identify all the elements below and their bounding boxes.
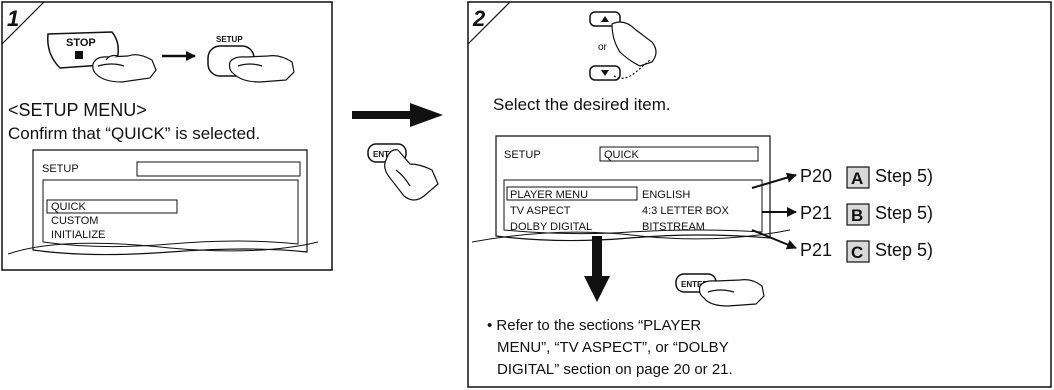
ref-a: P20 A Step 5) [800,166,933,189]
step1-instruction: Confirm that “QUICK” is selected. [8,124,260,143]
setup-button-label: SETUP [216,35,243,44]
transition-enter-label: ENTER [373,150,400,159]
step1-item-initialize[interactable]: INITIALIZE [51,229,105,241]
stop-button-label: STOP [66,37,96,49]
down-arrow-icon [601,70,609,76]
step2-screen-cut-line [471,229,791,243]
step2-corner-divider [467,1,511,45]
step2-row-dolby-digital-value: BITSTREAM [642,221,705,233]
note-line-3: DIGITAL” section on page 20 or 21. [497,361,733,378]
down-button[interactable] [589,65,621,81]
step1-highlight-quick [46,199,178,214]
step2-number: 2 [472,6,486,31]
finger-press-icon-2 [228,55,295,83]
ref-arrow-a [751,172,797,189]
stop-square-icon [75,51,83,59]
transition-arrow [352,103,443,127]
step1-menu-title: <SETUP MENU> [8,100,147,120]
step2-highlight-player-menu [506,186,638,201]
finger-press-icon-5 [698,279,765,307]
ref-b-badge [846,203,870,226]
step1-item-custom[interactable]: CUSTOM [51,215,98,227]
step2-or-label: or [598,42,608,53]
step2-row-player-menu-value: ENGLISH [642,189,690,201]
ref-c-step: Step 5) [875,240,933,260]
up-arrow-icon [601,16,609,22]
ref-c: P21 C Step 5) [800,240,933,263]
ref-arrow-c [751,229,797,250]
up-button[interactable] [589,11,621,27]
ref-b-page: P21 [800,203,832,223]
step2-row-tv-aspect[interactable]: TV ASPECT [510,205,571,217]
step2-screen-header: SETUP [504,149,541,161]
note-line-1: • Refer to the sections “PLAYER [487,317,701,334]
finger-press-icon-4 [611,21,657,79]
step1-panel: 1 STOP SETUP <SETUP MENU> Confirm that “… [1,1,333,271]
note-line-2: MENU”, “TV ASPECT”, or “DOLBY [497,339,729,356]
step2-row-dolby-digital[interactable]: DOLBY DIGITAL [510,221,592,233]
step1-corner-divider [1,1,45,45]
step2-enter-label: ENTER [681,280,708,289]
step2-header-value: QUICK [604,149,640,161]
step2-instruction: Select the desired item. [493,95,671,114]
step1-screen-header: SETUP [42,163,79,175]
ref-b-step: Step 5) [875,203,933,223]
ref-a-page: P20 [800,166,832,186]
ref-c-letter: C [851,243,863,262]
step2-row-player-menu[interactable]: PLAYER MENU [510,189,588,201]
step2-down-arrow [584,236,610,302]
ref-b: P21 B Step 5) [800,203,933,226]
step2-header-field [599,146,759,162]
step1-number: 1 [7,6,19,31]
finger-press-icon [92,54,157,83]
finger-press-icon-3 [384,149,439,201]
ref-c-page: P21 [800,240,832,260]
step2-panel: 2 or Select the desired item. SETUP QUIC… [467,1,1052,388]
ref-a-badge [846,166,870,189]
step1-item-quick[interactable]: QUICK [51,201,87,213]
ref-a-step: Step 5) [875,166,933,186]
step2-row-tv-aspect-value: 4:3 LETTER BOX [642,205,729,217]
step2-setup-screen: SETUP QUICK PLAYER MENU ENGLISH TV ASPEC… [471,135,791,243]
step1-header-field [136,161,301,177]
ref-a-letter: A [851,169,863,188]
ref-c-badge [846,240,870,263]
ref-b-letter: B [851,206,863,225]
step1-setup-screen: SETUP QUICK CUSTOM INITIALIZE [7,149,319,256]
step1-screen-cut-line [7,241,319,255]
